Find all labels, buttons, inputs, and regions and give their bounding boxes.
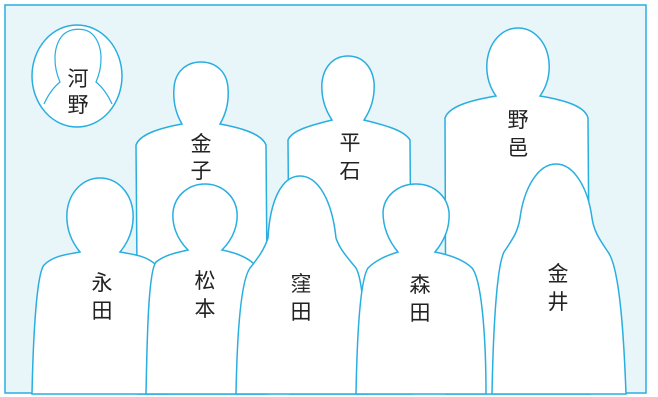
member-kanai: 金 井 xyxy=(491,163,627,395)
member-name-kaneko-1: 金 xyxy=(191,132,212,156)
member-name-matsumoto-1: 松 xyxy=(195,269,216,293)
member-name-nagata-1: 永 xyxy=(92,271,113,295)
member-morita: 森 田 xyxy=(355,183,487,395)
silhouette-kanai xyxy=(491,163,627,395)
absent-member-inset: 河 野 xyxy=(31,24,123,128)
member-name-morita-2: 田 xyxy=(410,301,431,325)
member-name-nagata-2: 田 xyxy=(92,299,113,323)
member-name-kubota-1: 窪 xyxy=(291,272,312,296)
inset-silhouette xyxy=(43,28,113,105)
member-name-hiraishi-2: 石 xyxy=(340,159,361,183)
member-kubota: 窪 田 xyxy=(235,175,367,395)
member-name-hiraishi-1: 平 xyxy=(340,131,361,155)
member-name-kaneko-2: 子 xyxy=(191,159,212,183)
member-name-noyu-2: 邑 xyxy=(508,136,529,160)
silhouette-morita xyxy=(355,183,487,395)
member-name-matsumoto-2: 本 xyxy=(195,297,216,321)
member-name-morita-1: 森 xyxy=(410,273,431,297)
silhouette-kubota xyxy=(235,175,367,395)
absent-member-name-line-1: 河 xyxy=(68,67,89,91)
member-name-noyu-1: 野 xyxy=(508,108,529,132)
absent-member-name-line-2: 野 xyxy=(68,93,89,117)
member-name-kanai-2: 井 xyxy=(548,290,569,314)
member-name-kanai-1: 金 xyxy=(548,262,569,286)
member-name-kubota-2: 田 xyxy=(291,300,312,324)
inset-oval xyxy=(31,24,123,128)
